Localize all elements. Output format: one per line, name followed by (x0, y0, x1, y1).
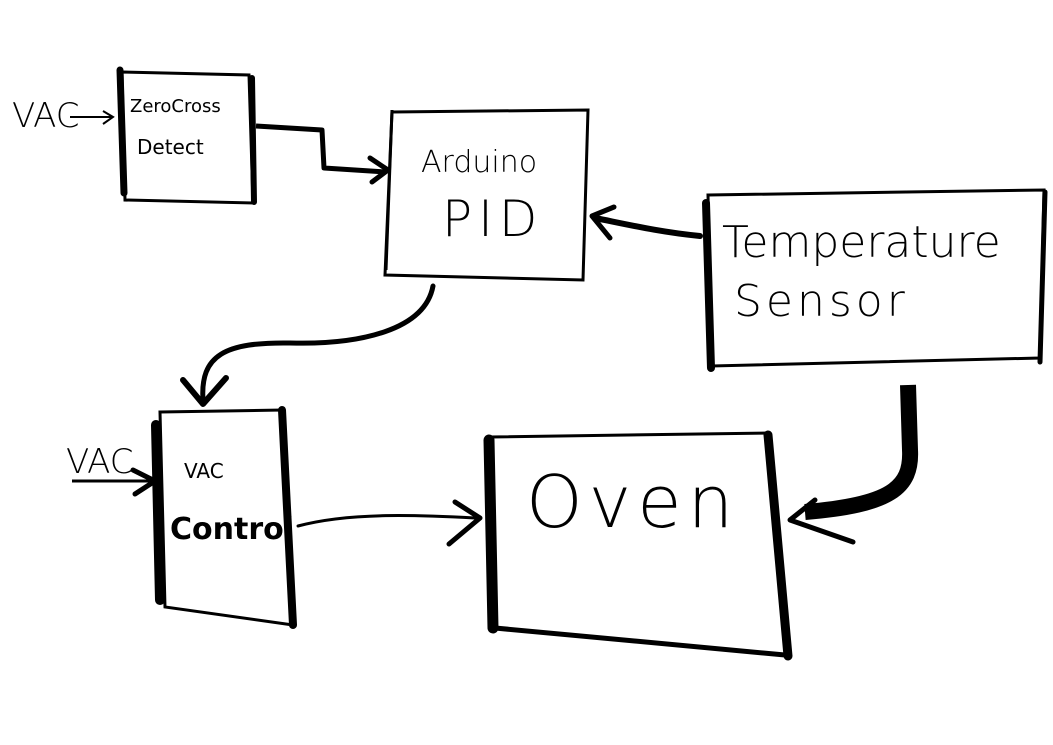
arduino-pid-block: Arduino PID (383, 108, 590, 282)
oven-block: Oven (483, 430, 793, 661)
arduino-label: Arduino (421, 145, 537, 180)
detect-label: Detect (137, 135, 204, 159)
arrow-arduino-to-vac-control (180, 283, 436, 407)
oven-label: Oven (526, 460, 739, 544)
vac-input-label-bottom: VAC (66, 442, 134, 482)
vac-control-top-label: VAC (184, 459, 224, 483)
zero-cross-label: ZeroCross (130, 96, 221, 117)
sensor-label: Sensor (734, 276, 909, 327)
arrow-temp-to-oven (787, 384, 919, 545)
zero-cross-detect-block: ZeroCross Detect (116, 66, 257, 205)
temperature-label: Temperature (722, 217, 1001, 268)
temperature-sensor-block: Temperature Sensor (702, 188, 1048, 372)
arrow-zero-cross-to-arduino (255, 123, 391, 185)
arrow-temp-to-arduino (589, 204, 703, 241)
arrow-vac-to-zero-cross (70, 110, 115, 125)
arrow-vac-to-vac-control (72, 467, 158, 497)
arrow-vac-control-to-oven (296, 499, 483, 547)
vac-control-block: VAC Control (151, 406, 297, 629)
control-label: Control (170, 512, 294, 547)
pid-label: PID (442, 190, 543, 248)
vac-input-label-top: VAC (12, 96, 80, 136)
